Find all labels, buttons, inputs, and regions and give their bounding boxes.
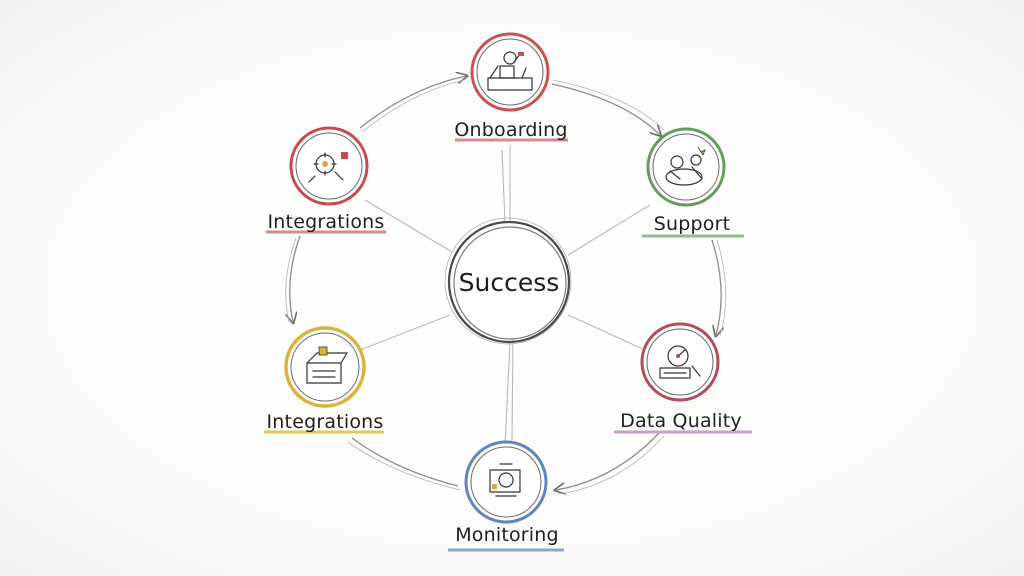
spoke-support: [567, 204, 651, 256]
node-data-quality-inner-ring: [646, 328, 714, 396]
node-onboarding-ring: [470, 32, 550, 112]
puzzle-box-icon: [306, 346, 348, 384]
spokes: [359, 145, 651, 446]
monitor-eye-icon: [489, 463, 521, 497]
node-integrations-lower-inner-ring: [290, 332, 360, 402]
node-integrations-lower-label: Integrations: [267, 411, 384, 433]
node-support-label: Support: [654, 213, 731, 235]
node-data-quality[interactable]: Data Quality: [614, 322, 752, 434]
arrow-data-quality-to-monitoring-sketch: [557, 435, 665, 495]
node-onboarding-label: Onboarding: [454, 119, 567, 141]
node-integrations-lower[interactable]: Integrations: [264, 326, 384, 434]
node-monitoring-ring: [464, 440, 548, 524]
center-circle-outer: [447, 220, 571, 344]
arrow-integrations-up: [290, 235, 301, 322]
arrow-support-to-data-quality-sketch: [716, 239, 727, 337]
podium-icon: [487, 51, 533, 91]
node-integrations-upper[interactable]: Integrations: [266, 126, 386, 234]
center-label: Success: [459, 268, 560, 297]
node-integrations-lower-ring: [284, 326, 366, 408]
node-monitoring-inner-ring: [470, 446, 542, 518]
spoke-data-quality: [567, 314, 646, 351]
arrow-monitoring-to-integrations: [351, 437, 459, 487]
node-support-inner-ring: [652, 133, 720, 201]
node-onboarding[interactable]: Onboarding: [454, 32, 568, 142]
center-node: Success: [444, 217, 572, 345]
arrow-onboarding-to-support-sketch: [552, 79, 665, 131]
node-integrations-upper-ring: [289, 126, 369, 206]
spoke-extra-2: [511, 339, 514, 441]
arrow-integrations-to-onboarding-sketch: [361, 79, 465, 133]
arrow-integrations-to-onboarding: [359, 76, 466, 129]
spoke-extra-1: [501, 149, 506, 224]
node-data-quality-ring: [640, 322, 720, 402]
gear-plug-icon: [308, 152, 348, 183]
data-gauge-icon: [659, 345, 701, 379]
spoke-monitoring: [504, 341, 511, 446]
node-integrations-upper-label: Integrations: [268, 211, 385, 233]
cycle-arrows: [285, 76, 727, 495]
arrow-integrations-up-sketch: [285, 237, 297, 323]
arrow-monitoring-to-integrations-sketch: [347, 441, 461, 491]
arrow-data-quality-to-monitoring: [556, 431, 661, 490]
spoke-integrations-1: [364, 199, 453, 253]
node-support-ring: [646, 127, 726, 207]
node-monitoring-label: Monitoring: [455, 524, 559, 546]
support-team-icon: [665, 146, 706, 186]
center-circle-sketch: [444, 217, 572, 345]
arrow-support-to-data-quality: [711, 239, 721, 335]
center-circle-inner: [453, 226, 567, 340]
spoke-integrations-2: [359, 314, 451, 351]
arrow-onboarding-to-support: [551, 83, 660, 135]
node-monitoring[interactable]: Monitoring: [448, 440, 564, 552]
node-support[interactable]: Support: [642, 127, 744, 238]
node-data-quality-label: Data Quality: [620, 410, 742, 432]
node-integrations-upper-inner-ring: [295, 132, 363, 200]
node-onboarding-inner-ring: [476, 38, 544, 106]
